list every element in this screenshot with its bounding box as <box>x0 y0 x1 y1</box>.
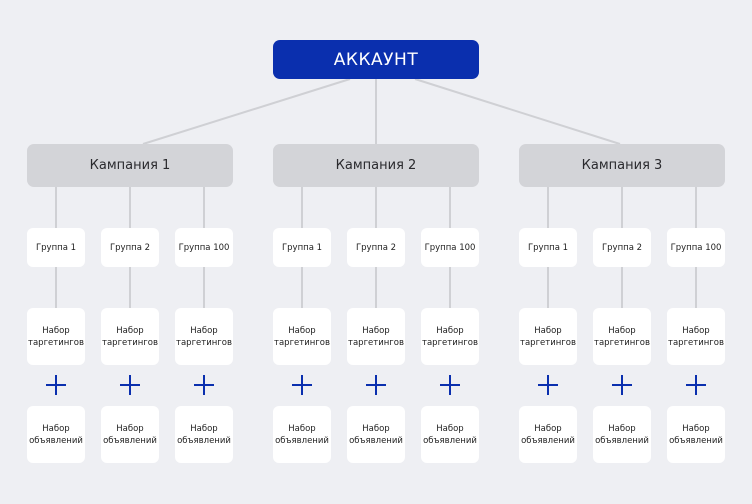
targeting-label-line: таргетингов <box>348 337 404 348</box>
plus-icon <box>46 375 66 395</box>
group-node: Группа 100 <box>175 228 233 267</box>
targeting-label-line: Набор <box>288 325 316 336</box>
plus-icon <box>538 375 558 395</box>
campaign-node: Кампания 2 <box>273 144 479 187</box>
targeting-label-line: таргетингов <box>422 337 478 348</box>
ads-label-line: Набор <box>362 423 390 434</box>
group-node: Группа 2 <box>101 228 159 267</box>
account-campaign-connector <box>142 78 351 145</box>
group-node: Группа 1 <box>273 228 331 267</box>
targeting-label-line: таргетингов <box>668 337 724 348</box>
targeting-label-line: таргетингов <box>594 337 650 348</box>
group-node: Группа 1 <box>519 228 577 267</box>
plus-icon <box>612 375 632 395</box>
targeting-label-line: таргетингов <box>176 337 232 348</box>
targeting-label-line: Набор <box>42 325 70 336</box>
account-campaign-connector <box>414 78 621 145</box>
plus-icon <box>440 375 460 395</box>
ads-label-line: объявлений <box>29 435 83 446</box>
ads-label-line: Набор <box>608 423 636 434</box>
ads-label-line: объявлений <box>669 435 723 446</box>
ads-label-line: Набор <box>42 423 70 434</box>
campaign-node: Кампания 3 <box>519 144 725 187</box>
targeting-label-line: Набор <box>436 325 464 336</box>
plus-icon <box>194 375 214 395</box>
targeting-label-line: Набор <box>362 325 390 336</box>
targeting-label-line: таргетингов <box>28 337 84 348</box>
ads-label-line: объявлений <box>103 435 157 446</box>
group-node: Группа 2 <box>347 228 405 267</box>
targeting-label-line: таргетингов <box>520 337 576 348</box>
campaign-node: Кампания 1 <box>27 144 233 187</box>
plus-icon <box>366 375 386 395</box>
ads-label-line: объявлений <box>275 435 329 446</box>
targeting-label-line: Набор <box>534 325 562 336</box>
group-node: Группа 2 <box>593 228 651 267</box>
ads-label-line: объявлений <box>177 435 231 446</box>
plus-icon <box>686 375 706 395</box>
ads-label-line: объявлений <box>595 435 649 446</box>
group-node: Группа 1 <box>27 228 85 267</box>
ads-label-line: Набор <box>190 423 218 434</box>
ads-label-line: объявлений <box>423 435 477 446</box>
plus-icon <box>292 375 312 395</box>
targeting-label-line: таргетингов <box>102 337 158 348</box>
ads-label-line: Набор <box>436 423 464 434</box>
targeting-label-line: Набор <box>190 325 218 336</box>
targeting-label-line: Набор <box>116 325 144 336</box>
account-node: АККАУНТ <box>273 40 479 79</box>
ads-label-line: Набор <box>682 423 710 434</box>
targeting-label-line: Набор <box>682 325 710 336</box>
ads-label-line: Набор <box>534 423 562 434</box>
ads-label-line: Набор <box>288 423 316 434</box>
ads-label-line: объявлений <box>349 435 403 446</box>
targeting-label-line: таргетингов <box>274 337 330 348</box>
group-node: Группа 100 <box>667 228 725 267</box>
targeting-label-line: Набор <box>608 325 636 336</box>
ads-label-line: объявлений <box>521 435 575 446</box>
ads-label-line: Набор <box>116 423 144 434</box>
group-node: Группа 100 <box>421 228 479 267</box>
plus-icon <box>120 375 140 395</box>
